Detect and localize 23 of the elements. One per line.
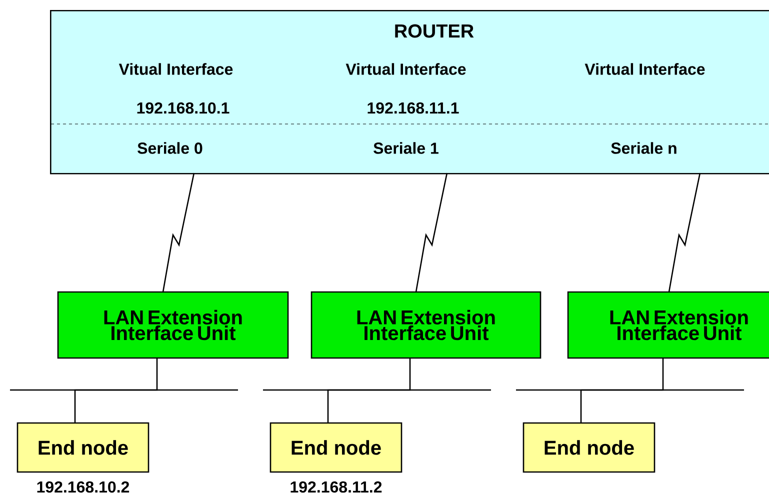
serial-link: [415, 172, 448, 292]
lan-connection: [580, 358, 664, 423]
end-node-box: End node: [270, 422, 402, 473]
end-node-box: End node: [522, 422, 656, 473]
serial-link: [668, 172, 701, 292]
end-node-box: End node: [16, 422, 150, 473]
serial-link: [162, 172, 195, 292]
ip-address-label: 192.168.11.2: [290, 481, 382, 493]
lan-connection: [74, 358, 158, 423]
interface-label: Vitual Interface: [118, 63, 233, 75]
serial-port-label: Seriale n: [611, 142, 676, 154]
ip-address: 192.168.11.1: [368, 102, 459, 114]
interface-label: Virtual Interface: [346, 63, 466, 75]
lan-connection: [327, 358, 411, 423]
ip-address-label: 192.168.10.2: [37, 481, 130, 493]
interface-unit-box: LAN Extension Interface Unit: [310, 291, 542, 359]
serial-port-label: Seriale 1: [374, 142, 438, 154]
interface-unit-box: LAN Extension Interface Unit: [57, 291, 289, 359]
ip-address: 192.168.10.1: [137, 102, 230, 114]
serial-port-label: Seriale 0: [138, 142, 202, 154]
interface-label: Virtual Interface: [584, 63, 705, 75]
interface-unit-box: LAN Extension Interface Unit: [567, 291, 769, 359]
router-title: ROUTER: [395, 24, 474, 38]
